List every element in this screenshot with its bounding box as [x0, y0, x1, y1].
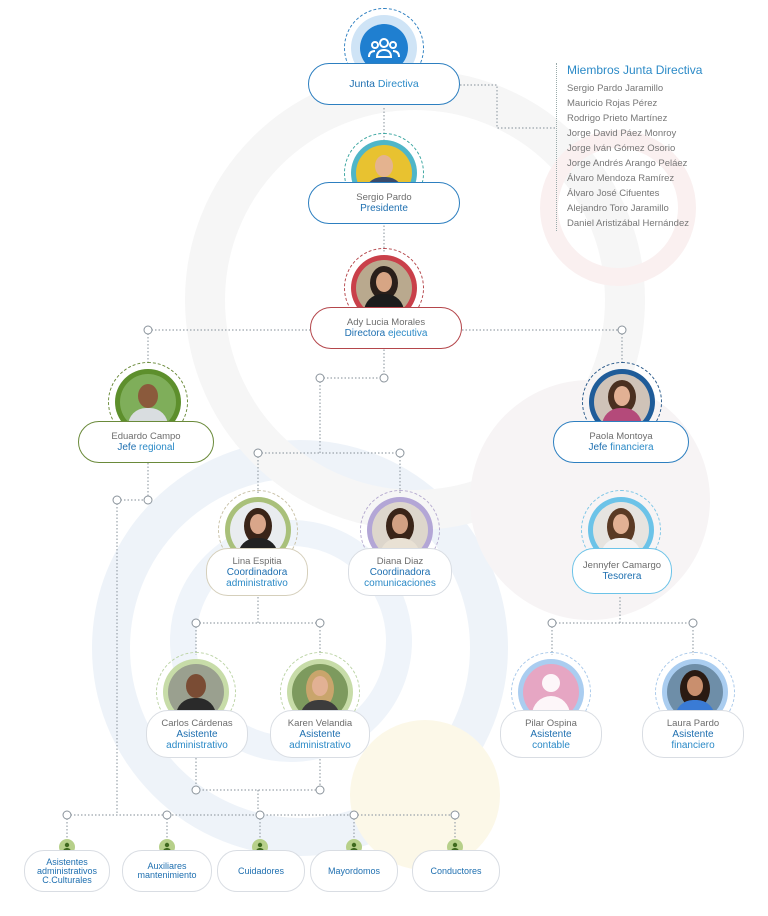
financial-role-b: financiera [610, 442, 654, 453]
regional-box[interactable]: Eduardo Campo Jefe regional [78, 421, 214, 463]
asst2-name: Karen Velandia [287, 717, 353, 729]
staff-label: mantenimiento [137, 870, 197, 880]
financial-photo [594, 374, 650, 430]
asst1-role-b: administrativo [166, 739, 228, 751]
coord-com-role-b: comunicaciones [364, 577, 436, 589]
asst3-role-a: Asistente [530, 728, 572, 740]
junta-directiva-box[interactable]: Junta Directiva [308, 63, 460, 105]
coord-com-box[interactable]: Diana Diaz Coordinadora comunicaciones [348, 548, 452, 596]
president-role: Presidente [360, 203, 408, 214]
board-member: Jorge Iván Gómez Osorio [567, 143, 676, 154]
coord-admin-name: Lina Espitia [232, 555, 282, 567]
coord-admin-role-a: Coordinadora [226, 566, 288, 578]
asst1-name: Carlos Cárdenas [161, 717, 233, 729]
asst4-name: Laura Pardo [666, 717, 720, 729]
director-role-a: Directora [344, 328, 386, 339]
coord-com-role-a: Coordinadora [369, 566, 431, 578]
asst1-role-a: Asistente [176, 728, 218, 740]
board-member: Jorge Andrés Arango Peláez [567, 158, 688, 169]
staff-label: Mayordomos [327, 865, 381, 876]
board-member: Sergio Pardo Jaramillo [567, 83, 664, 94]
staff-cuidadores-box[interactable]: Cuidadores [217, 850, 305, 892]
board-member: Daniel Aristizábal Hernández [567, 218, 689, 229]
staff-mayordomos-box[interactable]: Mayordomos [310, 850, 398, 892]
director-role-b: ejecutiva [387, 328, 428, 339]
president-name: Sergio Pardo [356, 192, 412, 203]
regional-role-b: regional [139, 442, 175, 453]
junta-label-b: Directiva [377, 77, 419, 90]
staff-label: Conductores [430, 865, 482, 876]
treasurer-box[interactable]: Jennyfer Camargo Tesorera [572, 548, 672, 594]
board-member: Rodrigo Prieto Martínez [567, 113, 668, 124]
asst4-box[interactable]: Laura Pardo Asistente financiero [642, 710, 744, 758]
regional-role-a: Jefe [117, 442, 137, 453]
asst2-box[interactable]: Karen Velandia Asistente administrativo [270, 710, 370, 758]
asst4-role-a: Asistente [672, 728, 714, 740]
staff-label: Asistentes [46, 856, 88, 867]
financial-name: Paola Montoya [589, 431, 653, 442]
board-members-list: Miembros Junta Directiva Sergio Pardo Ja… [556, 63, 702, 231]
president-box[interactable]: Sergio Pardo Presidente [308, 182, 460, 224]
treasurer-role: Tesorera [602, 571, 642, 582]
financial-box[interactable]: Paola Montoya Jefe financiera [553, 421, 689, 463]
staff-label: Auxiliares [147, 861, 187, 871]
director-name: Ady Lucia Morales [346, 317, 426, 328]
asst1-box[interactable]: Carlos Cárdenas Asistente administrativo [146, 710, 248, 758]
board-member: Álvaro José Cifuentes [567, 188, 660, 199]
staff-label: C.Culturales [42, 874, 92, 885]
regional-name: Eduardo Campo [111, 431, 181, 442]
user-placeholder-icon [542, 674, 560, 692]
staff-label: administrativos [36, 865, 98, 876]
asst4-role-b: financiero [671, 739, 715, 751]
coord-admin-box[interactable]: Lina Espitia Coordinadora administrativo [206, 548, 308, 596]
asst2-role-b: administrativo [289, 739, 351, 751]
asst2-role-a: Asistente [299, 728, 341, 740]
coord-com-name: Diana Diaz [376, 555, 424, 567]
asst3-box[interactable]: Pilar Ospina Asistente contable [500, 710, 602, 758]
board-member: Mauricio Rojas Pérez [567, 98, 658, 109]
financial-role-a: Jefe [588, 442, 608, 453]
board-member: Alejandro Toro Jaramillo [567, 203, 669, 214]
treasurer-name: Jennyfer Camargo [582, 560, 662, 571]
staff-label: Cuidadores [237, 865, 285, 876]
asst3-role-b: contable [532, 739, 570, 751]
staff-conductores-box[interactable]: Conductores [412, 850, 500, 892]
asst3-name: Pilar Ospina [525, 717, 577, 729]
board-member: Álvaro Mendoza Ramírez [567, 173, 675, 184]
board-member: Jorge David Páez Monroy [567, 128, 677, 139]
director-box[interactable]: Ady Lucia Morales Directora ejecutiva [310, 307, 462, 349]
treasurer-avatar-ring [581, 490, 661, 570]
junta-label-a: Junta [349, 77, 375, 90]
board-members-title: Miembros Junta Directiva [567, 63, 703, 77]
coord-admin-role-b: administrativo [226, 577, 288, 589]
